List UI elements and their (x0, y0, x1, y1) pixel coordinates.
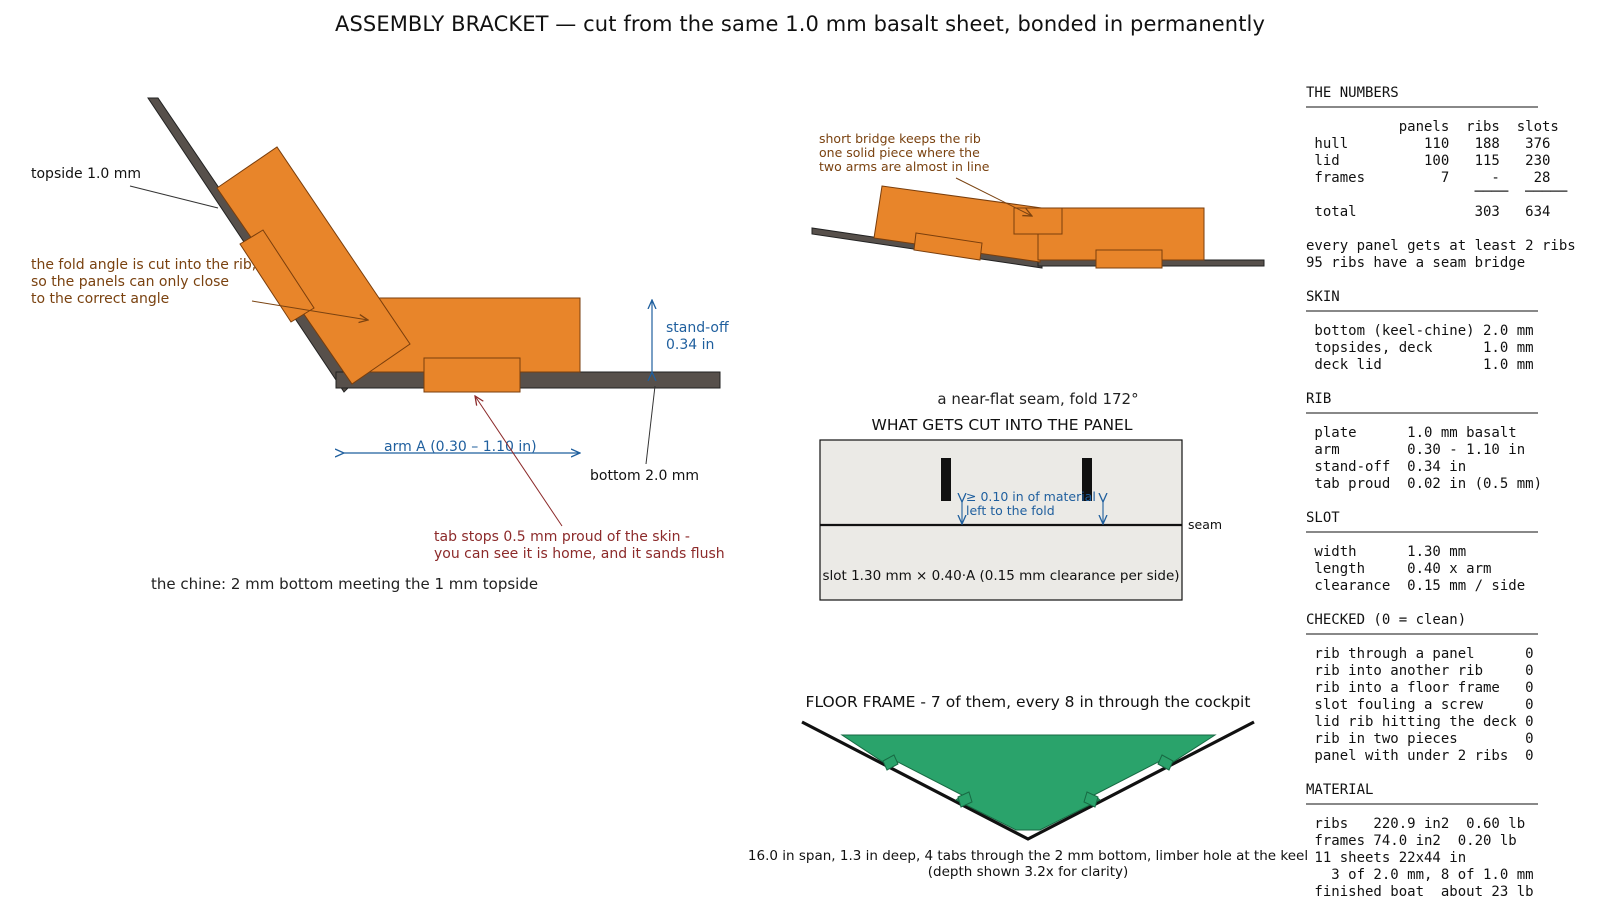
checked-row-5: lid rib hitting the deck 0 (1306, 714, 1534, 730)
seam-label: seam (1188, 517, 1222, 532)
floor-frame-detail: FLOOR FRAME - 7 of them, every 8 in thro… (748, 693, 1308, 880)
panel-cut-title: WHAT GETS CUT INTO THE PANEL (872, 416, 1133, 434)
arm-label: arm A (0.30 – 1.10 in) (384, 439, 537, 455)
bottom-skin (335, 371, 721, 389)
checked-row-4: slot fouling a screw 0 (1306, 697, 1534, 713)
slot-row-1: width 1.30 mm (1306, 544, 1466, 560)
bridge-note-line-3: two arms are almost in line (819, 159, 990, 174)
floor-frame-title: FLOOR FRAME - 7 of them, every 8 in thro… (806, 693, 1251, 711)
numbers-header-row: panels ribs slots (1306, 119, 1559, 135)
numbers-panel: THE NUMBERS panels ribs slots hull 110 1… (1306, 85, 1576, 900)
slot-row-3: clearance 0.15 mm / side (1306, 578, 1525, 594)
material-row-5: finished boat about 23 lb (1306, 884, 1534, 900)
frame-tab-1 (882, 754, 899, 771)
rib-bottom-tab (423, 357, 521, 393)
chine-detail: topside 1.0 mm the fold angle is cut int… (31, 97, 729, 593)
numbers-row-total: total 303 634 (1306, 204, 1550, 220)
slot-heading: SLOT (1306, 510, 1340, 526)
checked-row-7: panel with under 2 ribs 0 (1306, 748, 1534, 764)
panel-cut-box (819, 439, 1183, 601)
material-heading: MATERIAL (1306, 782, 1373, 798)
checked-row-2: rib into another rib 0 (1306, 663, 1534, 679)
tab-note-line-2: you can see it is home, and it sands flu… (434, 546, 725, 562)
fold-note-line-3: to the correct angle (31, 291, 169, 307)
rib-heading: RIB (1306, 391, 1331, 407)
floor-frame-caption-line-2: (depth shown 3.2x for clarity) (928, 864, 1129, 880)
material-note-line-1: ≥ 0.10 in of material (966, 489, 1096, 504)
hull-v-skin (801, 720, 1255, 841)
slot-right (1082, 458, 1092, 501)
numbers-row-hull: hull 110 188 376 (1306, 136, 1550, 152)
rib-diagonal-tab (239, 229, 315, 323)
material-row-1: ribs 220.9 in2 0.60 lb (1306, 816, 1525, 832)
rib-row-1: plate 1.0 mm basalt (1306, 425, 1517, 441)
checked-row-3: rib into a floor frame 0 (1306, 680, 1534, 696)
numbers-row-rule: ──── ───── (1306, 184, 1568, 200)
numbers-note-1: every panel gets at least 2 ribs (1306, 238, 1576, 254)
page-title: ASSEMBLY BRACKET — cut from the same 1.0… (335, 12, 1265, 36)
bridge-note-line-1: short bridge keeps the rib (819, 131, 981, 146)
checked-heading: CHECKED (0 = clean) (1306, 612, 1466, 628)
seam-left-tab (913, 232, 983, 261)
seam-bridge (1013, 207, 1063, 235)
chine-caption: the chine: 2 mm bottom meeting the 1 mm … (151, 575, 538, 593)
seam-detail: short bridge keeps the rib one solid pie… (811, 131, 1265, 408)
numbers-note-2: 95 ribs have a seam bridge (1306, 255, 1525, 271)
numbers-heading: THE NUMBERS (1306, 85, 1399, 101)
seam-caption: a near-flat seam, fold 172° (937, 390, 1138, 408)
material-row-3: 11 sheets 22x44 in (1306, 850, 1466, 866)
frame-tab-3 (1083, 791, 1099, 808)
checked-row-6: rib in two pieces 0 (1306, 731, 1534, 747)
panel-cut-detail: WHAT GETS CUT INTO THE PANEL ≥ 0.10 in o… (819, 416, 1222, 601)
slot-row-2: length 0.40 x arm (1306, 561, 1491, 577)
bridge-note-line-2: one solid piece where the (819, 145, 980, 160)
slot-caption: slot 1.30 mm × 0.40·A (0.15 mm clearance… (822, 568, 1179, 584)
skin-heading: SKIN (1306, 289, 1340, 305)
rib-row-2: arm 0.30 - 1.10 in (1306, 442, 1525, 458)
tab-note-line-1: tab stops 0.5 mm proud of the skin - (434, 529, 690, 545)
numbers-row-lid: lid 100 115 230 (1306, 153, 1550, 169)
skin-row-1: bottom (keel-chine) 2.0 mm (1306, 323, 1534, 339)
skin-row-2: topsides, deck 1.0 mm (1306, 340, 1534, 356)
floor-frame-shape (840, 734, 1217, 831)
fold-note-line-2: so the panels can only close (31, 274, 229, 290)
numbers-row-frames: frames 7 - 28 (1306, 170, 1550, 186)
rib-row-3: stand-off 0.34 in (1306, 459, 1466, 475)
material-row-2: frames 74.0 in2 0.20 lb (1306, 833, 1517, 849)
material-note-line-2: left to the fold (966, 503, 1055, 518)
skin-row-3: deck lid 1.0 mm (1306, 357, 1534, 373)
floor-frame-caption-line-1: 16.0 in span, 1.3 in deep, 4 tabs throug… (748, 848, 1308, 864)
bottom-label: bottom 2.0 mm (590, 468, 699, 484)
topside-label: topside 1.0 mm (31, 166, 141, 182)
slot-left (941, 458, 951, 501)
rib-diagonal-arm (216, 146, 411, 385)
standoff-label-line-2: 0.34 in (666, 337, 714, 353)
rib-row-4: tab proud 0.02 in (0.5 mm) (1306, 476, 1542, 492)
seam-right-tab (1095, 249, 1163, 269)
material-row-4: 3 of 2.0 mm, 8 of 1.0 mm (1306, 867, 1534, 883)
fold-note-line-1: the fold angle is cut into the rib, (31, 257, 256, 273)
frame-tab-2 (957, 791, 973, 808)
checked-row-1: rib through a panel 0 (1306, 646, 1534, 662)
frame-tab-4 (1157, 754, 1174, 771)
standoff-label-line-1: stand-off (666, 320, 729, 336)
